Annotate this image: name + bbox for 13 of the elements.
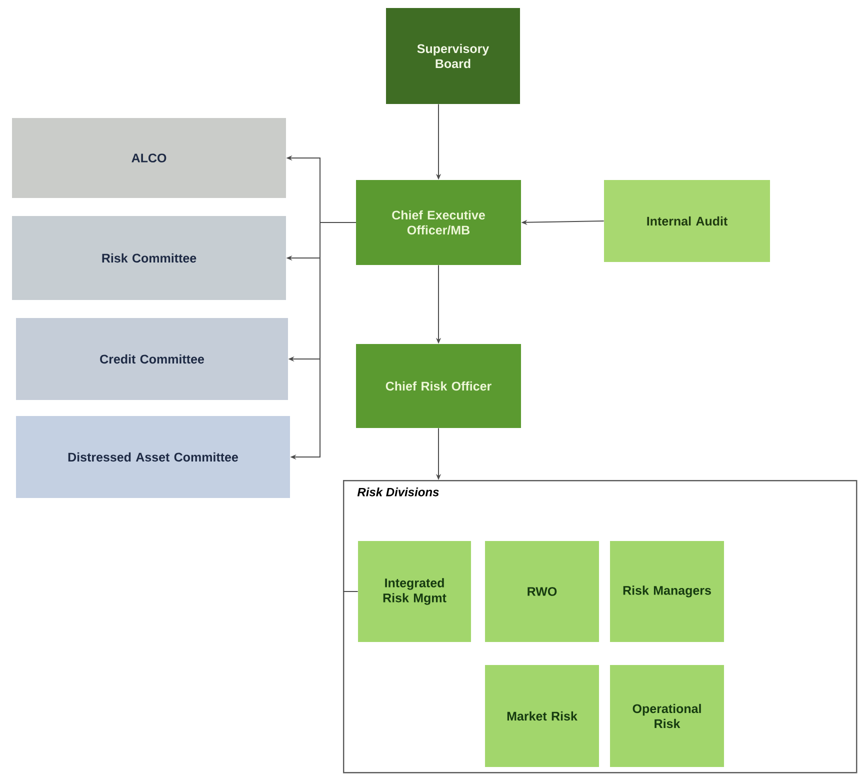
unit-box: Integrated Risk Mgmt — [358, 541, 471, 642]
committee-box: Credit Committee — [16, 318, 288, 400]
unit-box: Operational Risk — [610, 665, 724, 767]
committee-box: ALCO — [12, 118, 286, 198]
unit-box: Internal Audit — [604, 180, 770, 262]
unit-box: Market Risk — [485, 665, 599, 767]
committee-box: Risk Committee — [12, 216, 286, 300]
unit-box: RWO — [485, 541, 599, 642]
executive-box: Supervisory Board — [386, 8, 520, 104]
executive-box: Chief Executive Officer/MB — [356, 180, 521, 265]
executive-box: Chief Risk Officer — [356, 344, 521, 428]
committee-box: Distressed Asset Committee — [16, 416, 290, 498]
unit-box: Risk Managers — [610, 541, 724, 642]
